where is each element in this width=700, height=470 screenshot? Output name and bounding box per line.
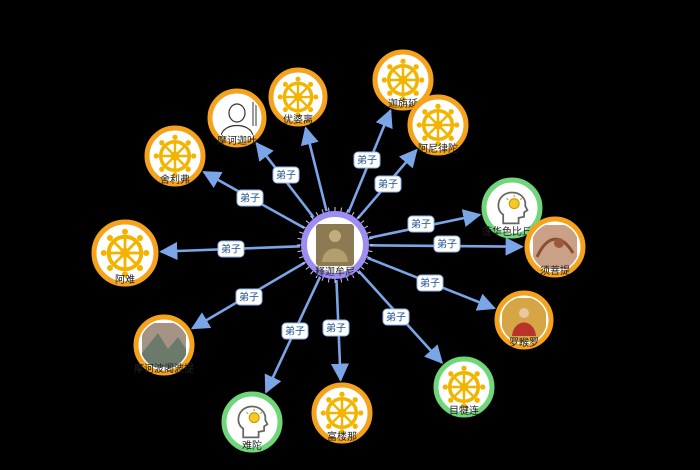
node-label: 富楼那 [327, 430, 357, 443]
node-label: 难陀 [242, 439, 262, 452]
node-disciple-3[interactable]: 迦旃延 [372, 49, 434, 111]
edge-label-disciple-11[interactable]: 弟子 [382, 308, 410, 326]
edge-label-disciple-10[interactable]: 弟子 [416, 274, 444, 292]
edge-label-text: 弟子 [378, 179, 398, 191]
node-label: 释迦牟尼 [315, 265, 355, 278]
node-disciple-2[interactable]: 优婆离 [268, 67, 328, 127]
node-label: 罗睺罗 [509, 336, 539, 349]
seated-figure-image [502, 298, 546, 342]
node-disciple-12[interactable]: 难陀 [221, 391, 283, 453]
buddha-statue-image [316, 224, 354, 266]
node-disciple-9[interactable]: 摩诃波阇波提 [133, 314, 195, 376]
edge-label-disciple-2[interactable]: 弟子 [272, 166, 300, 184]
edge-label-disciple-7[interactable]: 弟子 [433, 235, 461, 253]
edge-label-text: 弟子 [437, 239, 457, 251]
edge-label-disciple-12[interactable]: 弟子 [281, 322, 309, 340]
edge-label-text: 弟子 [326, 323, 346, 335]
edge-label-text: 弟子 [221, 244, 241, 256]
node-label: 摩诃波阇波提 [134, 362, 194, 375]
edge-labels-layer: 弟子弟子弟子弟子弟子弟子弟子弟子弟子弟子弟子弟子 [217, 151, 461, 340]
edge-label-text: 弟子 [386, 312, 406, 324]
edge-label-text: 弟子 [285, 326, 305, 338]
node-label: 迦旃延 [388, 97, 418, 110]
edge-label-text: 弟子 [420, 278, 440, 290]
node-label: 舍利弗 [160, 173, 190, 186]
node-label: 须菩提 [540, 265, 570, 277]
node-disciple-4[interactable]: 阿尼律陀 [407, 94, 469, 156]
mural-image [142, 323, 186, 367]
edge-label-disciple-5[interactable]: 弟子 [236, 189, 264, 207]
portrait-sketch-image [220, 102, 257, 137]
node-disciple-5[interactable]: 舍利弗 [144, 125, 206, 187]
edge-label-text: 弟子 [239, 292, 259, 304]
node-label: 摩诃迦叶 [217, 134, 257, 147]
dharma-wheel-icon [381, 58, 425, 102]
edge-label-disciple-3[interactable]: 弟子 [353, 151, 381, 169]
dharma-wheel-icon [416, 103, 460, 147]
edge-label-disciple-8[interactable]: 弟子 [217, 240, 245, 258]
edge-label-text: 弟子 [411, 219, 431, 231]
dharma-wheel-icon [153, 134, 197, 178]
center-glow [297, 207, 373, 283]
dharma-wheel-icon [442, 365, 486, 409]
edge-label-text: 弟子 [357, 155, 377, 167]
node-disciple-8[interactable]: 阿难 [91, 219, 159, 287]
edge-label-text: 弟子 [276, 170, 296, 182]
dharma-wheel-icon [320, 391, 364, 435]
edge-label-disciple-4[interactable]: 弟子 [374, 175, 402, 193]
edge-label-disciple-9[interactable]: 弟子 [235, 288, 263, 306]
edge-label-disciple-6[interactable]: 弟子 [407, 215, 435, 233]
dharma-wheel-icon [100, 228, 150, 278]
node-disciple-10[interactable]: 罗睺罗 [494, 290, 554, 350]
node-center[interactable]: 释迦牟尼 [297, 207, 373, 283]
node-disciple-11[interactable]: 目犍连 [433, 356, 495, 418]
node-disciple-13[interactable]: 富楼那 [311, 382, 373, 444]
edge-disciple-2 [300, 126, 328, 212]
node-label: 阿难 [115, 274, 135, 286]
node-disciple-1[interactable]: 摩诃迦叶 [207, 88, 267, 148]
dharma-wheel-icon [277, 76, 319, 118]
node-label: 莲华色比丘尼 [482, 225, 542, 238]
figure-painting-image [533, 225, 577, 269]
node-label: 阿尼律陀 [418, 142, 458, 155]
edge-label-text: 弟子 [240, 193, 260, 205]
node-disciple-6[interactable]: 莲华色比丘尼 [481, 177, 543, 239]
node-label: 目犍连 [449, 404, 479, 417]
node-label: 优婆离 [283, 113, 313, 126]
node-disciple-7[interactable]: 须菩提 [524, 216, 586, 278]
edge-label-disciple-13[interactable]: 弟子 [322, 319, 350, 337]
